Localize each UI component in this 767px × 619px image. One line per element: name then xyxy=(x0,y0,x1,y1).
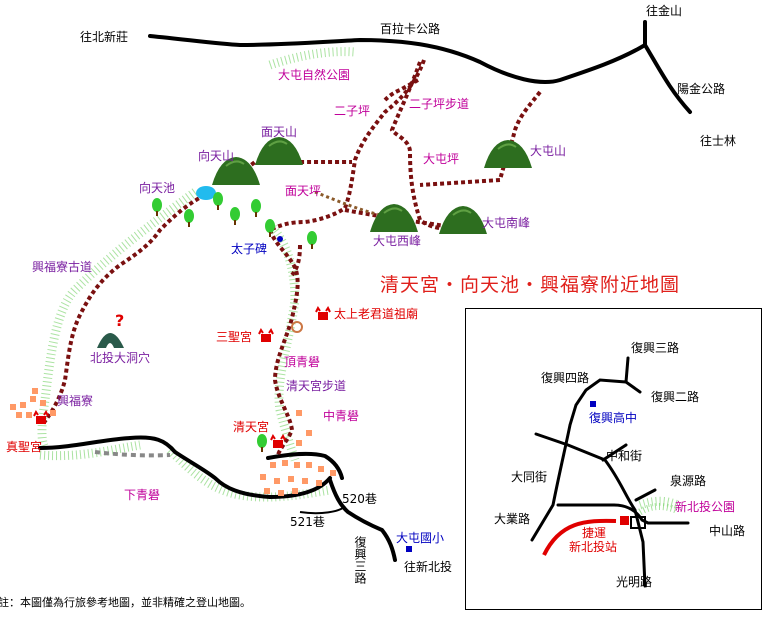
inset-label-fuxing4: 復興四路 xyxy=(541,371,590,385)
cave-icon xyxy=(97,333,124,348)
label-zhongqingcuo: 中青礐 xyxy=(323,409,360,423)
village-qingtiangong xyxy=(260,410,336,496)
temple-icon-sanshenggong xyxy=(258,329,274,343)
inset-label-zhonghe: 中和街 xyxy=(606,449,643,463)
roads xyxy=(38,20,692,562)
label-datun-school: 大屯國小 xyxy=(396,531,445,545)
label-xiaqingcuo: 下青礐 xyxy=(124,488,161,502)
inset-label-guangming: 光明路 xyxy=(616,575,653,589)
mountain-icon-datun-west xyxy=(369,203,419,233)
tree-icon xyxy=(251,199,261,217)
label-xingfuliao-trail: 興福寮古道 xyxy=(32,260,93,274)
label-bailaka-road: 百拉卡公路 xyxy=(380,22,441,36)
map-note: 註：本圖僅為行旅參考地圖，並非精確之登山地圖。 xyxy=(0,596,251,609)
inset-label-mrt-station: 新北投站 xyxy=(569,540,618,554)
inset-label-datong: 大同街 xyxy=(511,470,548,484)
label-qingtiangong-trail: 清天宮步道 xyxy=(286,379,347,393)
inset-roads xyxy=(530,356,690,588)
inset-map-frame xyxy=(465,308,762,610)
label-taizibei: 太子碑 xyxy=(231,242,268,256)
trail-brown xyxy=(314,190,381,217)
map-title: 清天宮・向天池・興福寮附近地圖 xyxy=(380,274,681,296)
label-beitou-cave: 北投大洞穴 xyxy=(90,351,151,365)
inset-label-mrt: 捷運 xyxy=(582,526,607,540)
tree-icon xyxy=(265,219,275,237)
label-cave-question: ? xyxy=(115,311,125,330)
inset-label-fuxing3: 復興三路 xyxy=(631,341,680,355)
lane-521 xyxy=(299,505,346,515)
trail-grey xyxy=(94,450,171,458)
label-datun-west: 大屯西峰 xyxy=(373,234,422,248)
label-xiangtianshan: 向天山 xyxy=(198,149,235,163)
mountain-icon-datunshan xyxy=(483,139,533,169)
label-to-beixinzhuang: 往北新莊 xyxy=(80,30,129,44)
label-to-xinbeitou: 往新北投 xyxy=(404,560,453,574)
inset-label-fuxing2: 復興二路 xyxy=(651,390,700,404)
label-datun-park: 大屯自然公園 xyxy=(278,68,351,82)
label-taishang-temple: 太上老君道祖廟 xyxy=(334,307,419,321)
school-icon-inset xyxy=(590,401,596,407)
label-miantianping: 面天坪 xyxy=(285,184,322,198)
label-fuxing3-road: 復興三路 xyxy=(353,536,367,584)
temple-icon-taishang xyxy=(315,307,331,321)
pond-icon xyxy=(196,186,216,200)
village-xingfuliao xyxy=(10,388,56,418)
label-zhenshenggong: 真聖宮 xyxy=(6,440,43,454)
inset-label-fuxing-high: 復興高中 xyxy=(589,411,638,425)
label-qingtiangong: 清天宮 xyxy=(233,420,270,434)
school-icon xyxy=(406,546,412,552)
mrt-line xyxy=(542,518,617,556)
inset-label-quanyuan: 泉源路 xyxy=(670,474,707,488)
mountain-icon-datun-south xyxy=(438,205,488,235)
label-xiangtianchi: 向天池 xyxy=(139,181,176,195)
label-to-jinshan: 往金山 xyxy=(646,4,683,18)
tree-icon xyxy=(213,192,223,210)
label-yangjin-road: 陽金公路 xyxy=(677,82,726,96)
mountain-icon-miantianshan xyxy=(254,136,304,166)
label-to-shilin: 往士林 xyxy=(700,134,737,148)
shrine-icon xyxy=(291,321,303,333)
label-datunping: 大屯坪 xyxy=(423,152,460,166)
inset-label-xinbeitou-park: 新北投公園 xyxy=(675,500,736,514)
label-lane-520: 520巷 xyxy=(342,492,377,506)
label-datun-south: 大屯南峰 xyxy=(482,216,531,230)
mrt-station-icon xyxy=(620,516,629,525)
label-sanshenggong: 三聖宮 xyxy=(216,330,253,344)
label-lane-521: 521巷 xyxy=(290,515,325,529)
temple-icon-qingtiangong xyxy=(270,435,286,449)
inset-label-daye: 大業路 xyxy=(494,512,531,526)
label-erziping-trail: 二子坪步道 xyxy=(409,97,470,111)
monument-icon xyxy=(277,236,283,242)
label-erziping: 二子坪 xyxy=(334,104,371,118)
vegetation xyxy=(37,47,680,510)
tree-icon xyxy=(184,209,194,227)
label-dinqingcuo: 頂青礐 xyxy=(284,355,321,369)
tree-icon xyxy=(230,207,240,225)
inset-label-zhongshan: 中山路 xyxy=(709,524,746,538)
tree-icon xyxy=(257,434,267,452)
label-xingfuliao: 興福寮 xyxy=(57,394,94,408)
inset-roundabout xyxy=(630,516,646,529)
label-datunshan: 大屯山 xyxy=(530,144,567,158)
label-miantianshan: 面天山 xyxy=(261,125,298,139)
tree-icon xyxy=(307,231,317,249)
